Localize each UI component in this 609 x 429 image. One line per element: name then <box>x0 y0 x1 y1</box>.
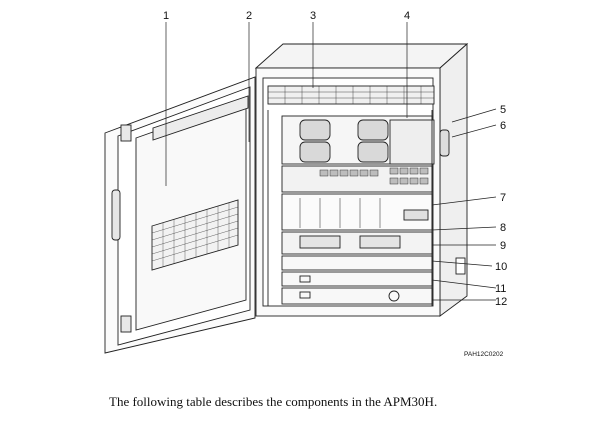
callout-9: 9 <box>500 240 506 252</box>
callout-6: 6 <box>500 120 506 132</box>
callout-5: 5 <box>500 104 506 116</box>
callout-10: 10 <box>495 261 507 273</box>
callout-4: 4 <box>404 10 410 22</box>
callout-2: 2 <box>246 10 252 22</box>
callout-12: 12 <box>495 296 507 308</box>
cabinet-figure: 1 2 3 4 5 6 7 8 9 10 11 12 PAH12C0202 <box>104 10 507 358</box>
table-intro-caption: The following table describes the compon… <box>109 394 438 409</box>
callout-8: 8 <box>500 222 506 234</box>
figure-code: PAH12C0202 <box>464 351 504 358</box>
callout-11: 11 <box>495 283 506 295</box>
cabinet-door <box>104 76 256 354</box>
cabinet-body <box>254 42 469 317</box>
callout-7: 7 <box>500 192 506 204</box>
callout-1: 1 <box>163 10 169 22</box>
leader-lines <box>165 22 497 301</box>
callout-3: 3 <box>310 10 316 22</box>
